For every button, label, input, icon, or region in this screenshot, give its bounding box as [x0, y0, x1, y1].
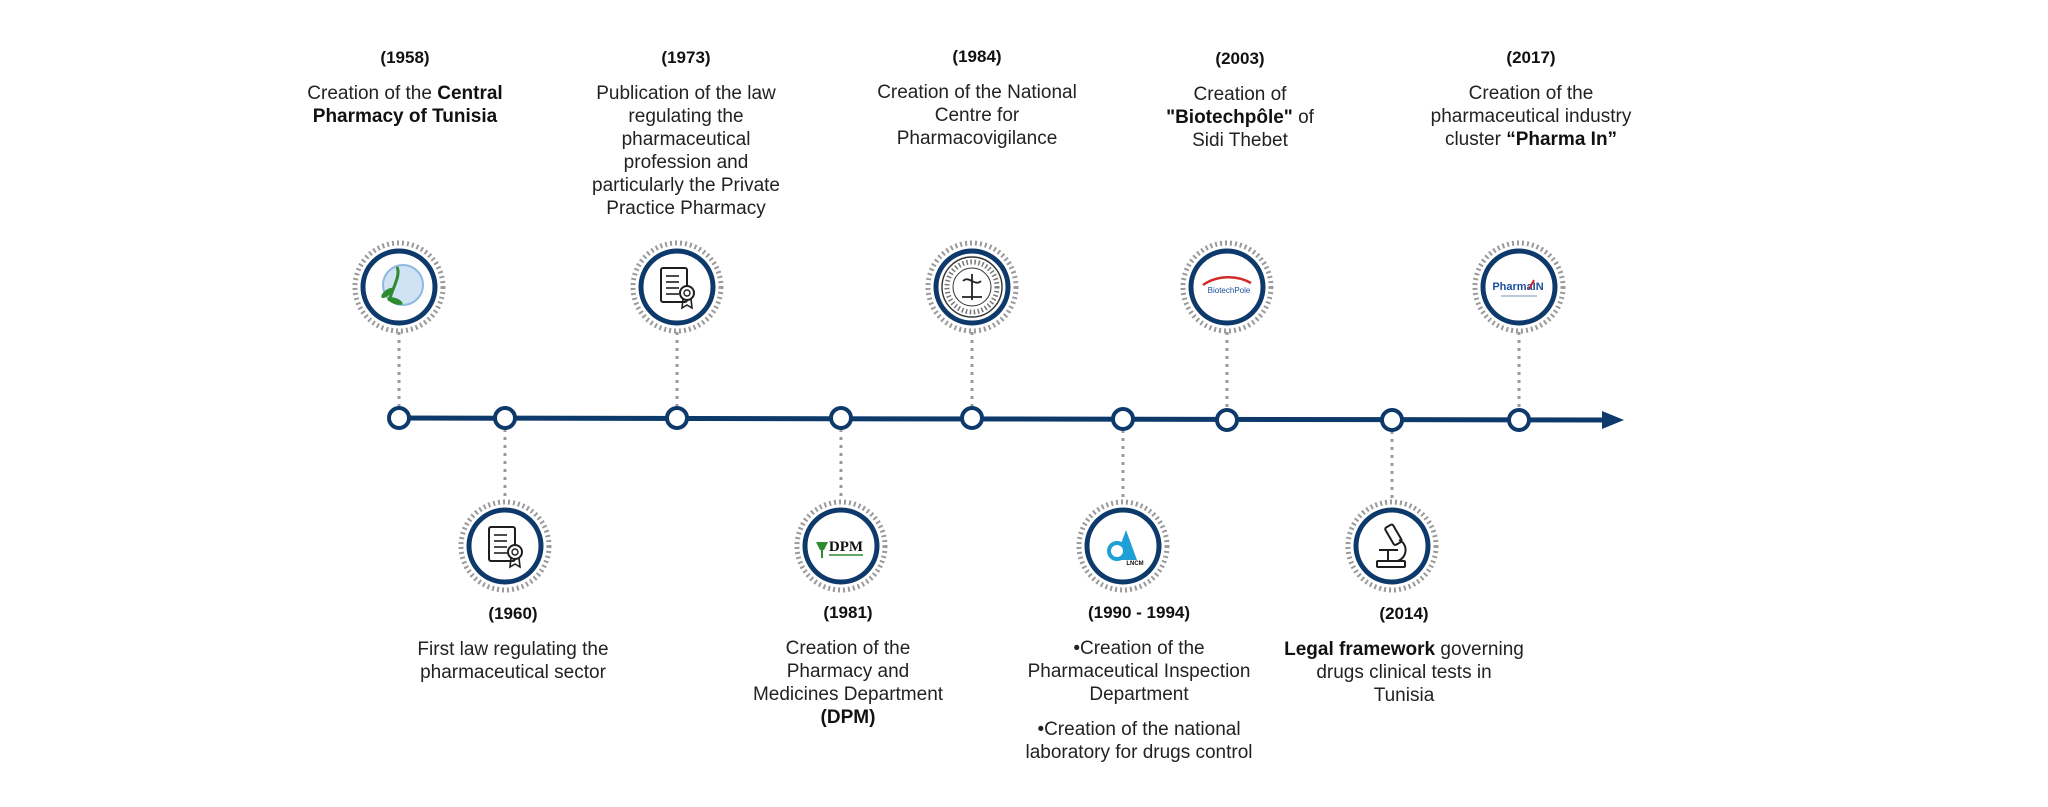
svg-text:PharmaIN: PharmaIN — [1492, 281, 1543, 293]
event-2003: (2003) Creation of "Biotechpôle" of Sidi … — [1155, 49, 1325, 152]
event-year: (1990 - 1994) — [1087, 603, 1191, 622]
timeline-node — [493, 406, 517, 430]
timeline-node — [1507, 408, 1531, 432]
timeline-node — [1380, 408, 1404, 432]
event-year: (1984) — [952, 47, 1002, 66]
event-description-text: Creation of the — [307, 83, 438, 104]
timeline-node — [387, 406, 411, 430]
event-1973: (1973) Publication of the law regulating … — [579, 48, 794, 220]
timeline-node — [1215, 408, 1239, 432]
event-badge — [1480, 248, 1558, 326]
badge-outer-ring — [794, 499, 888, 593]
event-description-bold: "Biotechpôle" — [1166, 107, 1293, 128]
lncm-logo: LNCM — [1107, 530, 1144, 567]
event-description: Creation of the Central Pharmacy of Tuni… — [290, 82, 520, 128]
event-description: Publication of the law regulating the ph… — [579, 82, 794, 220]
event-year: (1958) — [380, 48, 430, 67]
microscope-icon — [1376, 523, 1407, 568]
event-year: (2014) — [1379, 604, 1429, 623]
event-description: Creation of the National Centre for Phar… — [857, 81, 1097, 150]
badge-outer-ring — [1472, 240, 1566, 334]
event-bullet: •Creation of the national laboratory for… — [1025, 719, 1253, 763]
badge-outer-ring — [1180, 240, 1274, 334]
event-badge — [1188, 248, 1266, 326]
event-description-text: First law regulating the pharmaceutical … — [417, 639, 609, 683]
pharmacovigilance-seal-logo — [941, 256, 1003, 318]
event-description-text: Creation of — [1193, 84, 1287, 105]
event-bullet: •Creation of the Pharmaceutical Inspecti… — [1027, 638, 1251, 705]
event-description-bold: Central Pharmacy of Tunisia — [312, 83, 503, 127]
badge-outer-ring — [925, 240, 1019, 334]
dpm-logo: DPM — [816, 539, 863, 558]
event-description: First law regulating the pharmaceutical … — [388, 638, 638, 684]
pharma-in-logo: PharmaIN — [1492, 279, 1544, 297]
event-1958: (1958) Creation of the Central Pharmacy o… — [290, 48, 520, 128]
timeline-node — [1111, 407, 1135, 431]
event-description-text: governing drugs clinical tests in Tunisi… — [1316, 639, 1524, 706]
svg-text:BiotechPole: BiotechPole — [1208, 286, 1251, 295]
event-description-text: Creation of the pharmaceutical industry … — [1430, 83, 1632, 150]
biotechpole-logo: BiotechPole — [1202, 276, 1252, 295]
event-description-text: Creation of the National Centre for Phar… — [877, 82, 1077, 149]
event-1981: (1981) Creation of the Pharmacy and Medic… — [748, 603, 948, 729]
event-1984: (1984) Creation of the National Centre fo… — [857, 47, 1097, 150]
event-year: (1973) — [661, 48, 711, 67]
event-description-bold: “Pharma In” — [1506, 129, 1618, 150]
event-2017: (2017) Creation of the pharmaceutical ind… — [1406, 48, 1656, 151]
event-description-bold: (DPM) — [820, 707, 876, 728]
badge-outer-ring — [1076, 499, 1170, 593]
event-description: Creation of the Pharmacy and Medicines D… — [748, 637, 948, 729]
event-1960: (1960) First law regulating the pharmaceu… — [388, 604, 638, 684]
event-year: (2017) — [1506, 48, 1556, 67]
timeline-arrowhead — [1602, 411, 1624, 429]
event-badge — [802, 507, 880, 585]
certificate-document-icon — [488, 526, 523, 569]
badge-outer-ring — [352, 240, 446, 334]
badge-outer-ring — [1345, 499, 1439, 593]
event-description-text: Publication of the law regulating the ph… — [592, 83, 780, 219]
event-description: Creation of the pharmaceutical industry … — [1406, 82, 1656, 151]
event-1990: (1990 - 1994) •Creation of the Pharmaceut… — [1019, 603, 1259, 776]
event-description: •Creation of the Pharmaceutical Inspecti… — [1019, 637, 1259, 764]
central-pharmacy-logo — [381, 264, 424, 306]
timeline-node — [665, 406, 689, 430]
event-year: (1981) — [823, 603, 873, 622]
event-description-text: of Sidi Thebet — [1192, 107, 1314, 151]
event-description: Legal framework governing drugs clinical… — [1284, 638, 1524, 707]
timeline-node — [960, 406, 984, 430]
certificate-document-icon — [660, 267, 695, 310]
timeline-axis — [394, 415, 1611, 423]
badge-outer-ring — [630, 240, 724, 334]
event-year: (1960) — [488, 604, 538, 623]
badge-outer-ring — [458, 499, 552, 593]
event-description-bold: Legal framework — [1284, 639, 1436, 660]
event-2014: (2014) Legal framework governing drugs cl… — [1284, 604, 1524, 707]
event-description-text: Creation of the Pharmacy and Medicines D… — [752, 638, 944, 705]
timeline-node — [829, 406, 853, 430]
event-description: Creation of "Biotechpôle" of Sidi Thebet — [1155, 83, 1325, 152]
event-badge — [1353, 507, 1431, 585]
svg-text:DPM: DPM — [829, 539, 863, 555]
svg-text:LNCM: LNCM — [1126, 561, 1143, 567]
event-year: (2003) — [1215, 49, 1265, 68]
